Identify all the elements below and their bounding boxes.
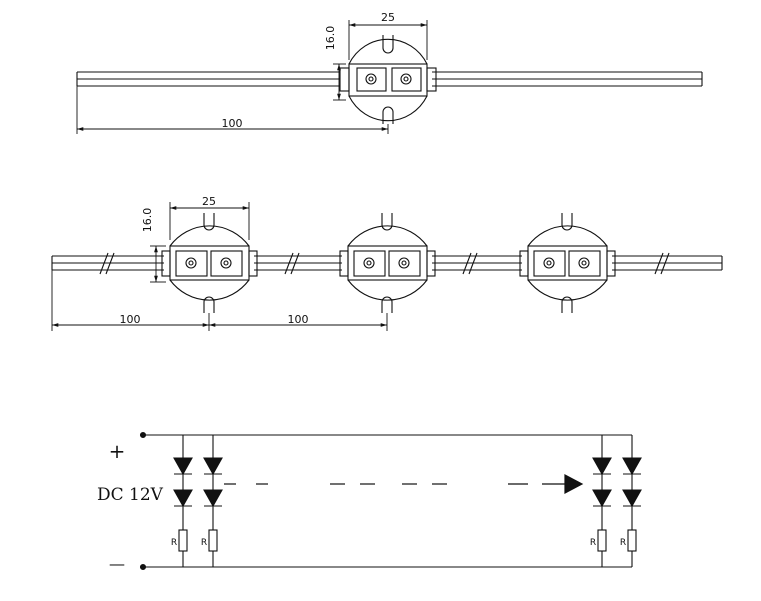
branch-2	[203, 435, 223, 567]
supply-label: DC 12V	[97, 485, 164, 505]
chain-dim-width	[169, 202, 250, 240]
chain-dim-height	[150, 245, 166, 283]
top-spacing-label: 100	[222, 117, 243, 130]
resistor-label-3: R	[590, 538, 596, 548]
dim-height	[333, 63, 346, 101]
chain-width-label: 25	[202, 195, 216, 208]
continuation-arrow	[564, 474, 584, 494]
chain-wire-1	[51, 252, 164, 275]
positive-terminal	[139, 431, 147, 439]
chain-spacing-label-2: 100	[288, 313, 309, 326]
minus-label: —	[109, 554, 125, 573]
led-lens-2	[400, 73, 412, 85]
top-view	[76, 20, 703, 134]
resistor-label-4: R	[620, 538, 626, 548]
dim-spacing	[76, 86, 389, 134]
chain-dim-spacing	[51, 270, 388, 331]
chain-module-3	[519, 213, 616, 313]
circuit-schematic	[139, 431, 642, 571]
chain-view	[51, 202, 723, 331]
dim-width	[348, 20, 428, 60]
chain-wire-2	[254, 252, 342, 275]
led-lens-1	[365, 73, 377, 85]
led-chip-2	[391, 67, 422, 92]
chain-wire-4	[612, 252, 723, 275]
resistor-label-2: R	[201, 538, 207, 548]
resistor-label-1: R	[171, 538, 177, 548]
branch-4	[622, 435, 642, 567]
plus-label: +	[109, 439, 126, 463]
wire-right	[432, 71, 703, 87]
wire-left	[76, 71, 340, 87]
negative-terminal	[139, 563, 147, 571]
chain-module-1	[161, 213, 258, 313]
branch-3	[592, 435, 612, 567]
top-width-label: 25	[381, 11, 395, 24]
module-body	[339, 35, 437, 124]
branch-1	[173, 435, 193, 567]
led-chip-1	[356, 67, 387, 92]
continuation-dashes	[224, 474, 584, 494]
chain-module-2	[339, 213, 436, 313]
chain-spacing-label-1: 100	[120, 313, 141, 326]
chain-height-label: 16.0	[141, 208, 154, 233]
top-height-label: 16.0	[324, 26, 337, 51]
chain-wire-3	[432, 252, 522, 275]
